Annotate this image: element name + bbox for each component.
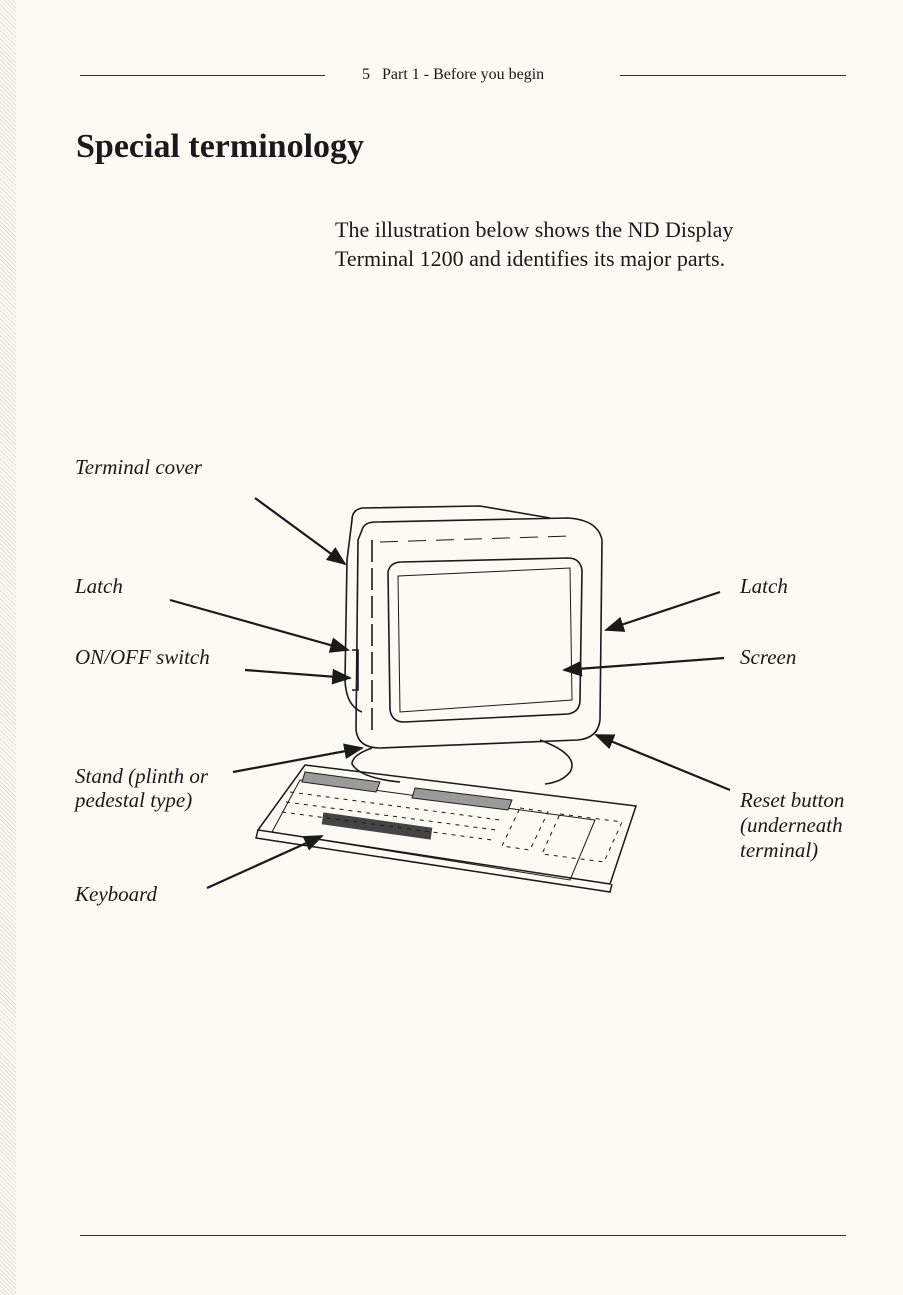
arrow-keyboard	[207, 836, 322, 888]
arrow-terminal-cover	[255, 498, 345, 564]
label-latch-left: Latch	[75, 574, 123, 598]
label-reset-line1: Reset button	[740, 788, 844, 812]
monitor-drawing	[345, 506, 602, 784]
label-screen: Screen	[740, 645, 796, 669]
label-reset-line2: (underneath	[740, 813, 843, 837]
arrow-latch-left	[170, 600, 348, 650]
label-stand-line1: Stand (plinth or	[75, 764, 208, 788]
arrow-latch-right	[606, 592, 720, 630]
arrow-stand	[233, 748, 362, 772]
keyboard-drawing	[256, 765, 636, 892]
label-onoff-switch: ON/OFF switch	[75, 645, 210, 669]
label-terminal-cover: Terminal cover	[75, 455, 202, 479]
label-stand-line2: pedestal type)	[75, 788, 192, 812]
footer-rule	[80, 1235, 846, 1236]
arrow-reset-button	[596, 735, 730, 790]
label-latch-right: Latch	[740, 574, 788, 598]
arrow-screen	[564, 658, 724, 670]
pointer-arrows	[170, 498, 730, 888]
label-reset-line3: terminal)	[740, 838, 818, 862]
arrow-onoff-switch	[245, 670, 350, 678]
label-keyboard: Keyboard	[75, 882, 157, 906]
